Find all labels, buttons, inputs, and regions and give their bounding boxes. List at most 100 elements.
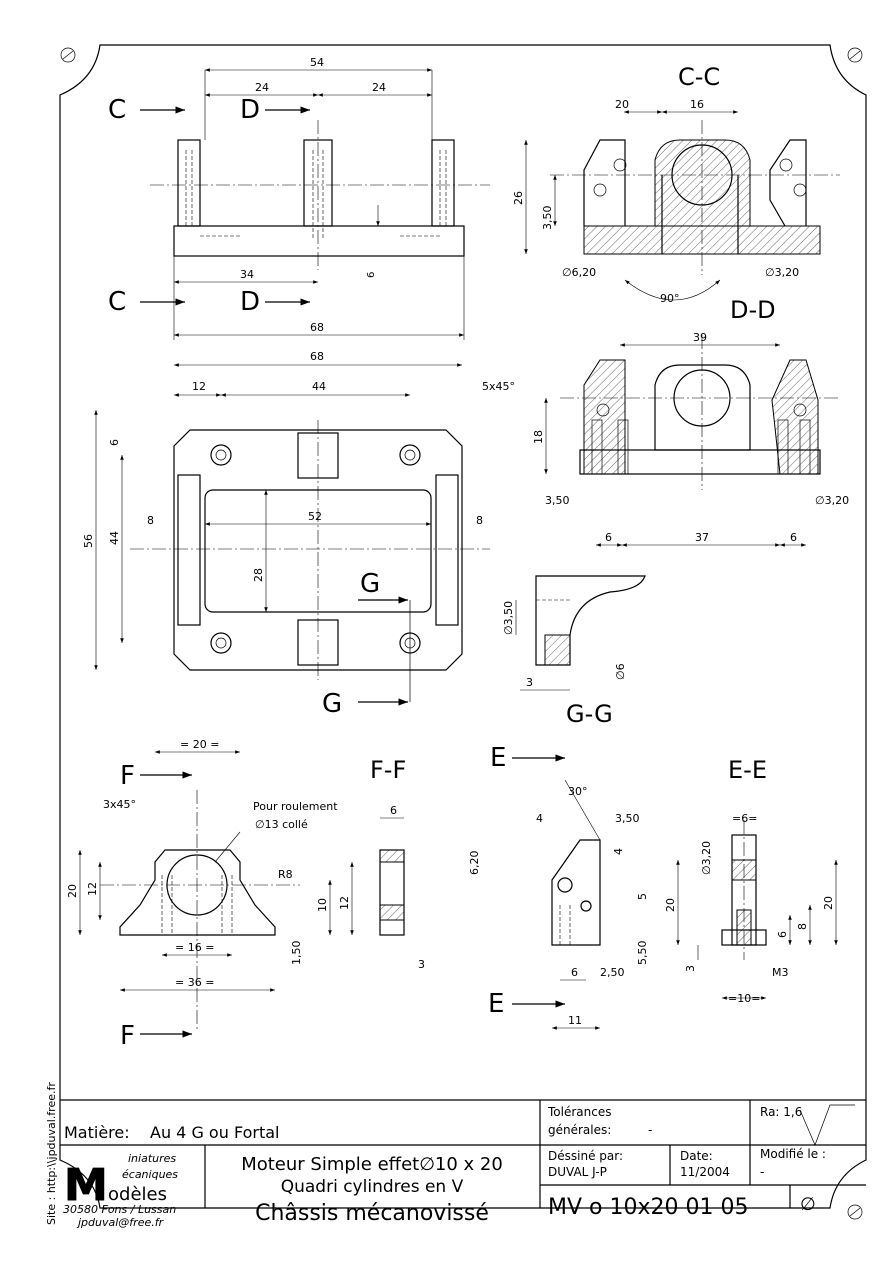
dim-plan-56: 56 <box>82 534 95 548</box>
dim-ee-20b: 20 <box>822 896 835 910</box>
dim-68: 68 <box>310 321 324 334</box>
logo: M iniatures écaniques odèles 30580 Fons … <box>63 1152 178 1229</box>
dim-dd-37: 37 <box>695 531 709 544</box>
dim-6: 6 <box>366 272 377 278</box>
dim-ee-30: 30° <box>568 785 588 798</box>
front-view: 54 24 24 34 68 6 C D C D <box>108 56 490 340</box>
dim-dd-39: 39 <box>693 331 707 344</box>
view-title-cc: C-C <box>678 63 720 91</box>
dim-cc-350: 3,50 <box>541 206 554 231</box>
dim-24b: 24 <box>372 81 386 94</box>
drawing-title-2: Quadri cylindres en V <box>281 1177 464 1197</box>
modified-label: Modifié le : <box>760 1147 826 1161</box>
view-title-gg: G-G <box>566 700 613 728</box>
dim-ee-620: 6,20 <box>468 851 481 876</box>
dim-ff-36: = 36 = <box>175 976 214 989</box>
dim-ff-150: 1,50 <box>290 941 303 966</box>
dim-dd-6a: 6 <box>605 531 612 544</box>
note-ff-2: ∅13 collé <box>255 818 308 831</box>
dim-cc-90: 90° <box>660 292 680 305</box>
section-f-top: F <box>120 761 135 791</box>
dim-plan-44h: 44 <box>108 531 121 545</box>
dim-plan-68: 68 <box>310 350 324 363</box>
drawing-title-3: Châssis mécanovissé <box>255 1201 489 1226</box>
section-e-top: E <box>490 743 506 773</box>
dim-ff-r8: R8 <box>278 868 293 881</box>
dim-gg-3: 3 <box>526 676 533 689</box>
dim-ff-chamfer: 3x45° <box>103 798 136 811</box>
dim-ee-3: 3 <box>684 965 697 972</box>
dim-ff-12b: 12 <box>338 896 351 910</box>
material-label: Matière: <box>64 1123 130 1142</box>
drawn-by-label: Déssiné par: <box>548 1149 623 1163</box>
section-ff: F-F F F = 20 = 3x45° Pour roulement ∅13 … <box>66 738 425 1051</box>
section-g-bottom: G <box>322 689 342 719</box>
dim-plan-8b: 8 <box>476 514 483 527</box>
dim-cc-20: 20 <box>615 98 629 111</box>
dim-plan-8a: 8 <box>147 514 154 527</box>
dim-ff-10: 10 <box>316 898 329 912</box>
logo-address: 30580 Fons / Lussan <box>63 1203 176 1216</box>
sheet-border <box>59 44 867 1220</box>
view-title-ff: F-F <box>370 756 406 784</box>
dim-54: 54 <box>310 56 324 69</box>
corner-screw-tl <box>60 47 76 63</box>
dim-ee-11: 11 <box>568 1014 582 1027</box>
dim-ee-5: 5 <box>636 893 649 900</box>
view-title-dd: D-D <box>730 296 776 324</box>
logo-line-1: iniatures <box>128 1152 176 1165</box>
dim-plan-12: 12 <box>192 380 206 393</box>
dim-dd-18: 18 <box>532 430 545 444</box>
view-title-ee: E-E <box>728 756 767 784</box>
dim-ee-550: 5,50 <box>636 941 649 966</box>
dim-ff-6: 6 <box>390 804 397 817</box>
dim-cc-phi620: ∅6,20 <box>562 266 596 279</box>
section-gg: ∅3,50 ∅6 3 G-G <box>502 575 646 728</box>
section-g-top: G <box>360 569 380 599</box>
logo-mmm-glyph: M <box>64 1160 108 1211</box>
dim-ee-6: 6 <box>571 966 578 979</box>
dim-ee-4b: 4 <box>612 848 625 855</box>
dim-ee-350: 3,50 <box>615 812 640 825</box>
section-d-bottom: D <box>240 287 260 317</box>
logo-line-3: odèles <box>108 1184 167 1205</box>
modified-value: - <box>760 1165 764 1179</box>
tolerances-value: - <box>648 1123 652 1137</box>
dim-ee-w10: =10= <box>728 992 760 1005</box>
dim-34: 34 <box>240 268 254 281</box>
logo-email: jpduval@free.fr <box>76 1216 165 1229</box>
dim-ee-4: 4 <box>536 812 543 825</box>
tolerances-label-2: générales: <box>548 1123 611 1137</box>
drawn-by-value: DUVAL J-P <box>548 1165 607 1179</box>
dim-ee-20: 20 <box>664 898 677 912</box>
section-cc: C-C 20 16 26 3,50 ∅6,20 ∅3,20 90° D-D <box>512 63 840 324</box>
dim-ee-m3: M3 <box>772 966 789 979</box>
dim-24a: 24 <box>255 81 269 94</box>
corner-screw-br <box>847 1204 863 1220</box>
section-dd: 39 18 3,50 ∅3,20 6 37 6 <box>532 331 849 547</box>
logo-line-2: écaniques <box>122 1168 178 1181</box>
section-e-bottom: E <box>488 989 504 1019</box>
dim-ff-20: 20 <box>66 884 79 898</box>
date-value: 11/2004 <box>680 1165 730 1179</box>
section-c-top: C <box>108 95 126 125</box>
drawing-title-1: Moteur Simple effet∅10 x 20 <box>241 1154 503 1175</box>
dim-cc-phi320: ∅3,20 <box>765 266 799 279</box>
dim-cc-26: 26 <box>512 191 525 205</box>
dim-ff-20top: = 20 = <box>180 738 219 751</box>
dim-dd-phi320: ∅3,20 <box>815 494 849 507</box>
note-ff-1: Pour roulement <box>253 800 338 813</box>
dim-cc-16: 16 <box>690 98 704 111</box>
dim-ee-250: 2,50 <box>600 966 625 979</box>
section-ee: E E E-E 30° 4 3,50 6,20 4 5 20 5,50 6 2,… <box>468 743 838 1030</box>
corner-screw-tr <box>847 47 863 63</box>
site-label: Site : http:\\jpduval.free.fr <box>45 1082 58 1225</box>
dim-plan-chamfer: 5x45° <box>482 380 515 393</box>
dim-plan-44w: 44 <box>312 380 326 393</box>
material-value: Au 4 G ou Fortal <box>150 1123 279 1142</box>
dim-plan-6: 6 <box>108 439 121 446</box>
dim-ff-16: = 16 = <box>175 941 214 954</box>
dim-dd-350: 3,50 <box>545 494 570 507</box>
phi-symbol: ∅ <box>800 1194 816 1215</box>
